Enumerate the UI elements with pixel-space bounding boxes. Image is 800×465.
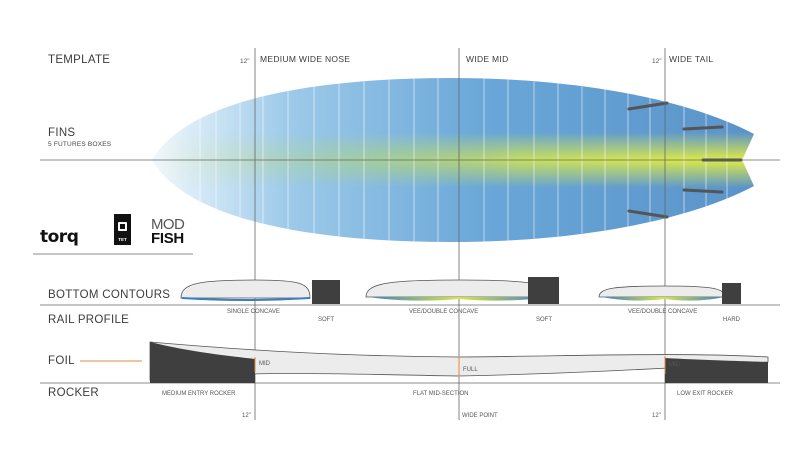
bottom-contours xyxy=(180,277,741,304)
bottom-wide-point: WIDE POINT xyxy=(462,413,498,419)
zone-tail: WIDE TAIL xyxy=(669,54,714,64)
foil-mid-label: FULL xyxy=(463,367,478,373)
rocker-entry-label: MEDIUM ENTRY ROCKER xyxy=(162,391,236,397)
section-fins: FINS xyxy=(48,127,76,139)
contour-nose-label: SINGLE CONCAVE xyxy=(227,309,280,315)
nose-12-mark: 12" xyxy=(240,58,250,65)
tet-logo-icon xyxy=(118,222,127,231)
torq-logo-text: torq xyxy=(40,227,79,247)
section-rail-profile: RAIL PROFILE xyxy=(48,314,130,326)
foil-rocker xyxy=(80,341,769,383)
model-name-fish: FISH xyxy=(151,230,184,247)
tet-logo-text: TET xyxy=(118,237,127,242)
contour-mid-label: VEE/DOUBLE CONCAVE xyxy=(409,309,479,315)
rail-nose-label: SOFT xyxy=(318,317,334,323)
bottom-right-mark: 12" xyxy=(652,413,661,419)
foil-tail-label: MID xyxy=(669,362,680,368)
section-template: TEMPLATE xyxy=(48,54,111,66)
rail-tail-label: HARD xyxy=(723,317,741,323)
tet-logo: TET xyxy=(114,214,131,245)
contour-tail-label: VEE/DOUBLE CONCAVE xyxy=(628,309,698,315)
model-name-mod: MOD xyxy=(151,216,185,233)
section-foil: FOIL xyxy=(48,355,75,367)
rail-mid-label: SOFT xyxy=(536,317,552,323)
section-bottom-contours: BOTTOM CONTOURS xyxy=(48,289,171,301)
foil-nose-label: MID xyxy=(259,361,270,367)
section-rocker: ROCKER xyxy=(48,387,100,399)
zone-mid: WIDE MID xyxy=(466,54,509,64)
zone-nose: MEDIUM WIDE NOSE xyxy=(260,54,351,64)
rocker-exit-label: LOW EXIT ROCKER xyxy=(677,391,733,397)
torq-logo: torq xyxy=(40,227,79,247)
bottom-left-mark: 12" xyxy=(242,413,251,419)
section-fins-sub: 5 FUTURES BOXES xyxy=(48,141,112,148)
rocker-mid-label: FLAT MID-SECTION xyxy=(413,391,469,397)
tail-12-mark: 12" xyxy=(652,58,662,65)
